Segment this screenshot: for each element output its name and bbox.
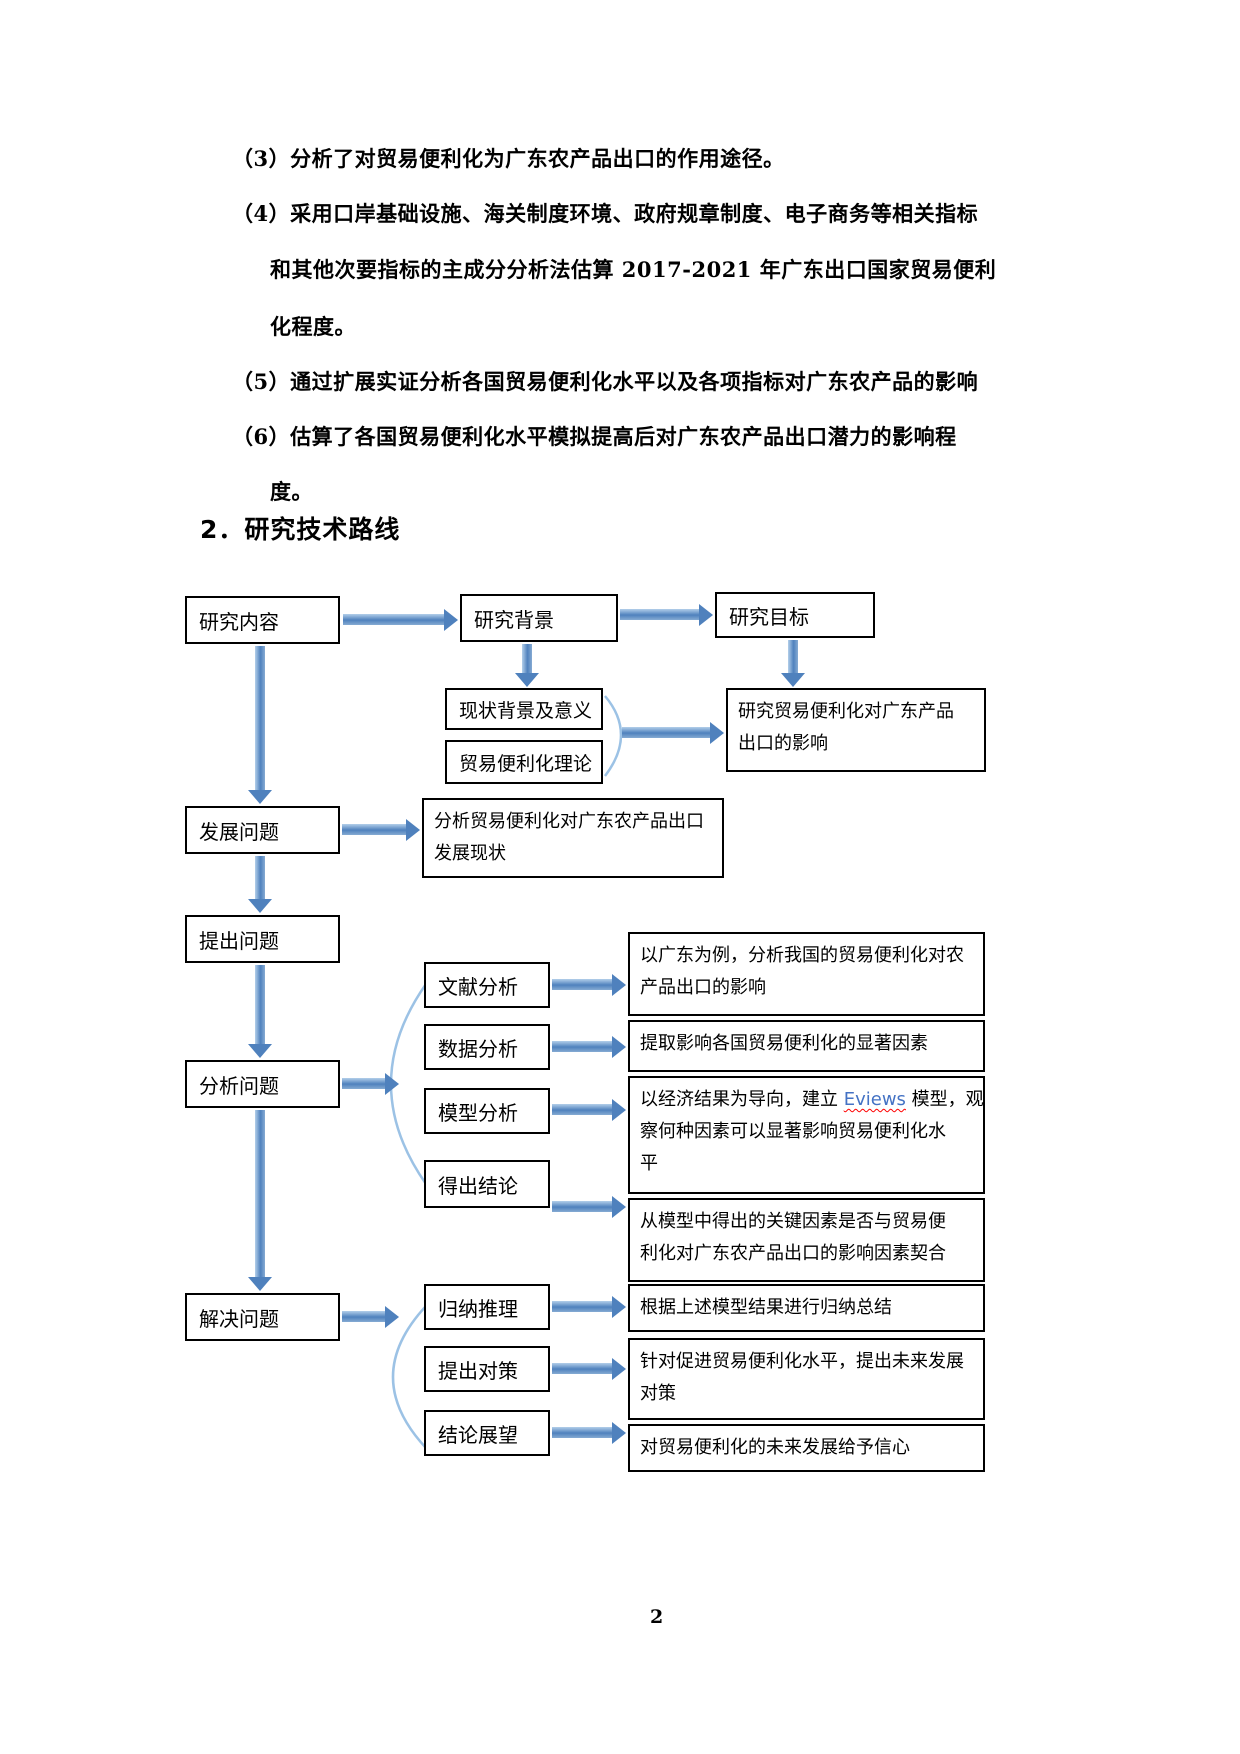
development-detail-line2: 发展现状 <box>434 843 506 864</box>
model-detail-line3: 平 <box>640 1153 658 1174</box>
list-item-4-cont2: 化程度。 <box>270 314 356 339</box>
goal-detail-line2: 出口的影响 <box>738 733 828 754</box>
arrow-outlook-to-detail <box>552 1422 626 1444</box>
list-item-3: （3）分析了对贸易便利化为广东农产品出口的作用途径。 <box>232 146 785 171</box>
arrow-development-to-detail <box>342 819 420 841</box>
arrow-brace-to-goal-detail <box>622 722 724 744</box>
node-model-detail: 以经济结果为导向，建立 Eviews 模型，观 察何种因素可以显著影响贸易便利化… <box>628 1076 985 1194</box>
node-goal-detail: 研究贸易便利化对广东产品 出口的影响 <box>726 688 986 772</box>
node-data-detail: 提取影响各国贸易便利化的显著因素 <box>628 1020 985 1072</box>
model-detail-line1: 以经济结果为导向，建立 Eviews 模型，观 <box>640 1084 984 1116</box>
node-development-problem: 发展问题 <box>185 806 340 854</box>
node-outlook-detail: 对贸易便利化的未来发展给予信心 <box>628 1424 985 1472</box>
node-research-content: 研究内容 <box>185 596 340 644</box>
node-model-analysis: 模型分析 <box>424 1088 550 1134</box>
arrow-goal-to-goal-detail <box>781 640 805 687</box>
literature-detail-line1: 以广东为例，分析我国的贸易便利化对农 <box>640 945 964 966</box>
page-number: 2 <box>650 1606 664 1628</box>
list-item-6-cont: 度。 <box>270 479 313 504</box>
node-conclusion-detail: 从模型中得出的关键因素是否与贸易便 利化对广东农产品出口的影响因素契合 <box>628 1198 985 1282</box>
node-analyze-problem: 分析问题 <box>185 1060 340 1108</box>
node-conclusion-outlook: 结论展望 <box>424 1410 550 1456</box>
arrow-content-to-background <box>343 609 458 631</box>
arrow-background-to-goal <box>620 604 713 626</box>
data-detail-line: 提取影响各国贸易便利化的显著因素 <box>640 1033 928 1054</box>
list-item-6: （6）估算了各国贸易便利化水平模拟提高后对广东农产品出口潜力的影响程 <box>232 424 957 449</box>
arrow-induction-to-detail <box>552 1296 626 1318</box>
countermeasure-detail-line1: 针对促进贸易便利化水平，提出未来发展 <box>640 1351 964 1372</box>
node-research-background: 研究背景 <box>460 594 618 642</box>
node-literature-detail: 以广东为例，分析我国的贸易便利化对农 产品出口的影响 <box>628 932 985 1016</box>
goal-detail-line1: 研究贸易便利化对广东产品 <box>738 701 954 722</box>
arrow-background-to-status <box>515 644 539 687</box>
arrow-model-to-detail <box>552 1099 626 1121</box>
development-detail-line1: 分析贸易便利化对广东农产品出口 <box>434 811 704 832</box>
arrow-solve-to-brace <box>342 1306 399 1328</box>
node-status-background: 现状背景及意义 <box>445 688 603 730</box>
list-item-4-cont1: 和其他次要指标的主成分分析法估算 2017-2021 年广东出口国家贸易便利 <box>270 257 997 282</box>
node-induction-detail: 根据上述模型结果进行归纳总结 <box>628 1284 985 1332</box>
induction-detail-line: 根据上述模型结果进行归纳总结 <box>640 1297 892 1318</box>
node-countermeasure-detail: 针对促进贸易便利化水平，提出未来发展 对策 <box>628 1338 985 1420</box>
brace-background-group <box>604 695 623 777</box>
node-solve-problem: 解决问题 <box>185 1293 340 1341</box>
arrow-raise-to-analyze <box>248 965 272 1058</box>
conclusion-detail-line2: 利化对广东农产品出口的影响因素契合 <box>640 1243 946 1264</box>
node-propose-countermeasures: 提出对策 <box>424 1346 550 1392</box>
model-detail-line2: 察何种因素可以显著影响贸易便利化水 <box>640 1121 946 1142</box>
arrow-analyze-to-solve <box>248 1110 272 1291</box>
list-item-5: （5）通过扩展实证分析各国贸易便利化水平以及各项指标对广东农产品的影响 <box>232 369 979 394</box>
section-heading: 2．研究技术路线 <box>200 515 401 544</box>
node-development-detail: 分析贸易便利化对广东农产品出口 发展现状 <box>422 798 724 878</box>
node-research-goal: 研究目标 <box>715 592 875 638</box>
model-detail-pre: 以经济结果为导向，建立 <box>640 1089 844 1110</box>
arrow-analyze-to-brace <box>342 1073 399 1095</box>
arrow-development-to-raise <box>248 856 272 913</box>
arrow-data-to-detail <box>552 1036 626 1058</box>
node-draw-conclusion: 得出结论 <box>424 1160 550 1208</box>
list-item-4: （4）采用口岸基础设施、海关制度环境、政府规章制度、电子商务等相关指标 <box>232 201 979 226</box>
arrow-conclusion-to-detail <box>552 1196 626 1218</box>
arrow-literature-to-detail <box>552 974 626 996</box>
node-data-analysis: 数据分析 <box>424 1024 550 1070</box>
literature-detail-line2: 产品出口的影响 <box>640 977 766 998</box>
node-inductive-reasoning: 归纳推理 <box>424 1284 550 1330</box>
conclusion-detail-line1: 从模型中得出的关键因素是否与贸易便 <box>640 1211 946 1232</box>
node-raise-problem: 提出问题 <box>185 915 340 963</box>
model-detail-post: 模型，观 <box>905 1089 984 1110</box>
node-literature-analysis: 文献分析 <box>424 962 550 1008</box>
outlook-detail-line: 对贸易便利化的未来发展给予信心 <box>640 1437 910 1458</box>
countermeasure-detail-line2: 对策 <box>640 1383 676 1404</box>
arrow-content-to-development <box>248 646 272 804</box>
arrow-countermeasure-to-detail <box>552 1358 626 1380</box>
eviews-term: Eviews <box>843 1089 906 1110</box>
node-facilitation-theory: 贸易便利化理论 <box>445 740 603 784</box>
